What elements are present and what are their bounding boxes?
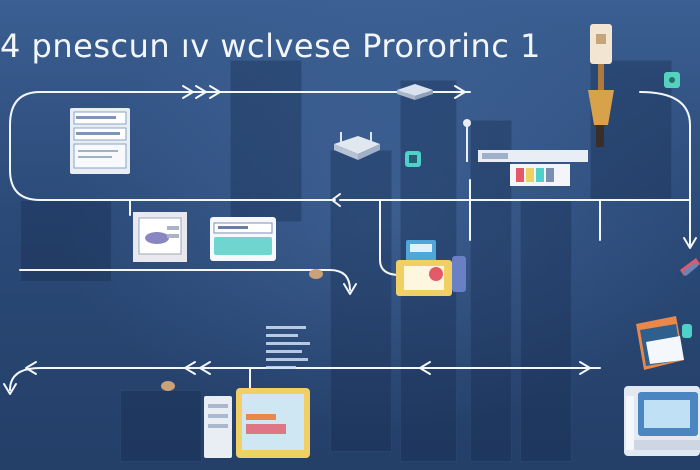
teal-cube-icon <box>664 72 680 88</box>
arrow-head <box>195 85 207 99</box>
document-card <box>70 108 130 174</box>
arrow-head <box>25 361 37 375</box>
router-icon <box>334 132 380 160</box>
flow-path-bottom <box>9 367 601 391</box>
window-card-yellow <box>236 388 310 458</box>
arrow-head <box>331 193 341 207</box>
arrow-head <box>419 361 431 375</box>
server-hologram <box>266 326 310 369</box>
printer-card <box>133 212 187 262</box>
bg-tower <box>230 60 302 222</box>
arrow-head <box>3 383 17 395</box>
arrow-head <box>182 85 194 99</box>
side-panel-card <box>204 396 232 458</box>
network-node-icon <box>397 84 433 100</box>
cube-icon <box>405 151 421 167</box>
window-card-teal <box>210 217 276 261</box>
laptop-card <box>624 386 700 456</box>
flow-path-middle <box>19 269 351 291</box>
flow-path-right-top <box>639 91 691 201</box>
flow-path-top <box>9 91 471 201</box>
page-title: 4 pnescun ıv wclvese Prororinc 1 <box>0 27 541 65</box>
dot-icon <box>161 381 175 391</box>
antenna-icon <box>463 119 471 162</box>
arrow-head <box>343 283 357 295</box>
media-device-stack <box>396 240 466 296</box>
tablet-icon <box>680 258 700 276</box>
server-rack-card <box>478 150 588 186</box>
bg-tower <box>520 200 572 462</box>
arrow-head <box>209 85 221 99</box>
bg-tower <box>120 390 202 462</box>
arrow-head <box>184 361 196 375</box>
arrow-head <box>683 237 697 249</box>
bg-tower <box>470 120 512 462</box>
arrow-head <box>579 361 591 375</box>
brush-icon <box>588 24 614 147</box>
flow-path-right <box>339 199 691 246</box>
dot-icon <box>309 269 323 279</box>
arrow-head <box>454 85 466 99</box>
arrow-head <box>199 361 211 375</box>
folder-icon <box>636 316 692 370</box>
